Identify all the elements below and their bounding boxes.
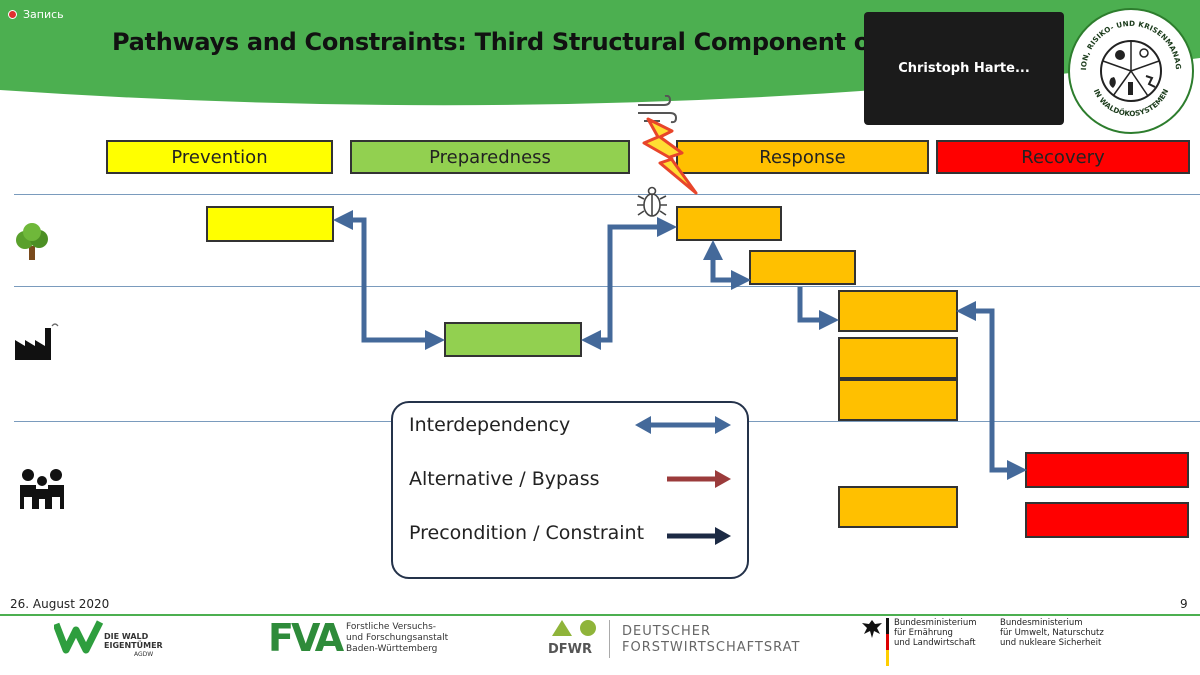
people-icon <box>20 469 64 509</box>
slide-date: 26. August 2020 <box>10 597 110 611</box>
logo-text: für Ernährung <box>894 628 953 638</box>
response-step-box <box>838 290 958 332</box>
phase-preparedness: Preparedness <box>350 140 630 174</box>
legend-arrows <box>635 416 731 545</box>
legend-label-interdependency: Interdependency <box>409 414 571 436</box>
precondition-arrow-icon <box>667 527 731 545</box>
phase-response: Response <box>676 140 929 174</box>
tree-icon <box>16 223 48 260</box>
interdependency-arrow <box>956 301 1027 480</box>
response-step-box <box>676 206 782 241</box>
logo-text: DIE WALD <box>104 632 149 641</box>
w-logo-icon <box>54 620 104 654</box>
flag-stripe-black <box>886 618 889 634</box>
hazard-icons <box>637 95 698 217</box>
dfwr-abbr: DFWR <box>548 642 593 657</box>
logo-text: und Landwirtschaft <box>894 638 976 648</box>
logo-text: Bundesministerium <box>894 618 977 628</box>
legend-box: Interdependency Alternative / Bypass Pre… <box>391 401 749 579</box>
waldeigentuemer-logo: DIE WALD EIGENTÜMER AGDW <box>54 618 174 658</box>
interdependency-arrow <box>581 217 677 350</box>
footer-divider <box>0 614 1200 616</box>
logo-text: FORSTWIRTSCHAFTSRAT <box>622 640 801 655</box>
pathway-arrows <box>333 210 1027 480</box>
project-seal-logo: ADAPTION, RISIKO- UND KRISENMANAGEMENT I… <box>1066 6 1194 134</box>
logo-text: für Umwelt, Naturschutz <box>1000 628 1104 638</box>
logo-divider <box>609 620 610 658</box>
flag-stripe-gold <box>886 650 889 666</box>
logo-text: DEUTSCHER <box>622 624 712 639</box>
logo-text: Baden-Württemberg <box>346 644 438 654</box>
phase-label: Prevention <box>171 146 268 168</box>
logo-text: Bundesministerium <box>1000 618 1083 628</box>
phase-label: Recovery <box>1021 146 1105 168</box>
interdependency-arrow <box>703 240 751 290</box>
dfwr-logo: DFWR DEUTSCHER FORSTWIRTSCHAFTSRAT <box>546 618 816 662</box>
recovery-step-box <box>1025 452 1189 488</box>
precondition-arrow <box>797 287 839 330</box>
recording-label: Запись <box>23 8 64 21</box>
response-step-box <box>838 379 958 421</box>
fva-abbr: FVA <box>268 616 344 660</box>
logo-text: EIGENTÜMER <box>104 641 163 650</box>
response-step-box <box>838 486 958 528</box>
prevention-step-box <box>206 206 334 242</box>
fva-logo: FVA Forstliche Versuchs- und Forschungsa… <box>268 616 468 660</box>
response-step-box <box>838 337 958 379</box>
phase-label: Response <box>759 146 846 168</box>
recording-indicator: Запись <box>8 8 64 21</box>
wind-icon <box>638 95 678 124</box>
record-icon <box>8 10 17 19</box>
phase-label: Preparedness <box>429 146 551 168</box>
bmu-logo: Bundesministerium für Umwelt, Naturschut… <box>1000 618 1140 658</box>
logo-text: Forstliche Versuchs- <box>346 622 437 632</box>
slide-page-number: 9 <box>1180 597 1188 611</box>
bypass-arrow-icon <box>667 470 731 488</box>
legend-label-precondition: Precondition / Constraint <box>409 522 645 544</box>
participant-name: Christoph Harte... <box>898 61 1030 76</box>
flag-stripe-red <box>886 634 889 650</box>
logo-text: und Forschungsanstalt <box>346 633 449 643</box>
participant-video-tile[interactable]: Christoph Harte... <box>864 12 1064 125</box>
legend-label-alternative: Alternative / Bypass <box>409 468 600 490</box>
interdependency-arrow <box>333 210 445 350</box>
eagle-icon <box>862 620 882 638</box>
logo-text: AGDW <box>134 651 154 658</box>
row-separator <box>14 194 1200 195</box>
preparedness-step-box <box>444 322 582 357</box>
dfwr-shapes-icon <box>552 620 596 636</box>
bmel-logo: Bundesministerium für Ernährung und Land… <box>860 618 990 668</box>
phase-recovery: Recovery <box>936 140 1190 174</box>
recovery-step-box <box>1025 502 1189 538</box>
interdependency-arrow-icon <box>635 416 731 434</box>
phase-prevention: Prevention <box>106 140 333 174</box>
slide-title: Pathways and Constraints: Third Structur… <box>112 28 872 56</box>
response-step-box <box>749 250 856 285</box>
beetle-icon <box>637 186 667 217</box>
lightning-icon <box>642 117 698 195</box>
factory-icon <box>15 323 59 360</box>
logo-text: und nukleare Sicherheit <box>1000 638 1102 648</box>
